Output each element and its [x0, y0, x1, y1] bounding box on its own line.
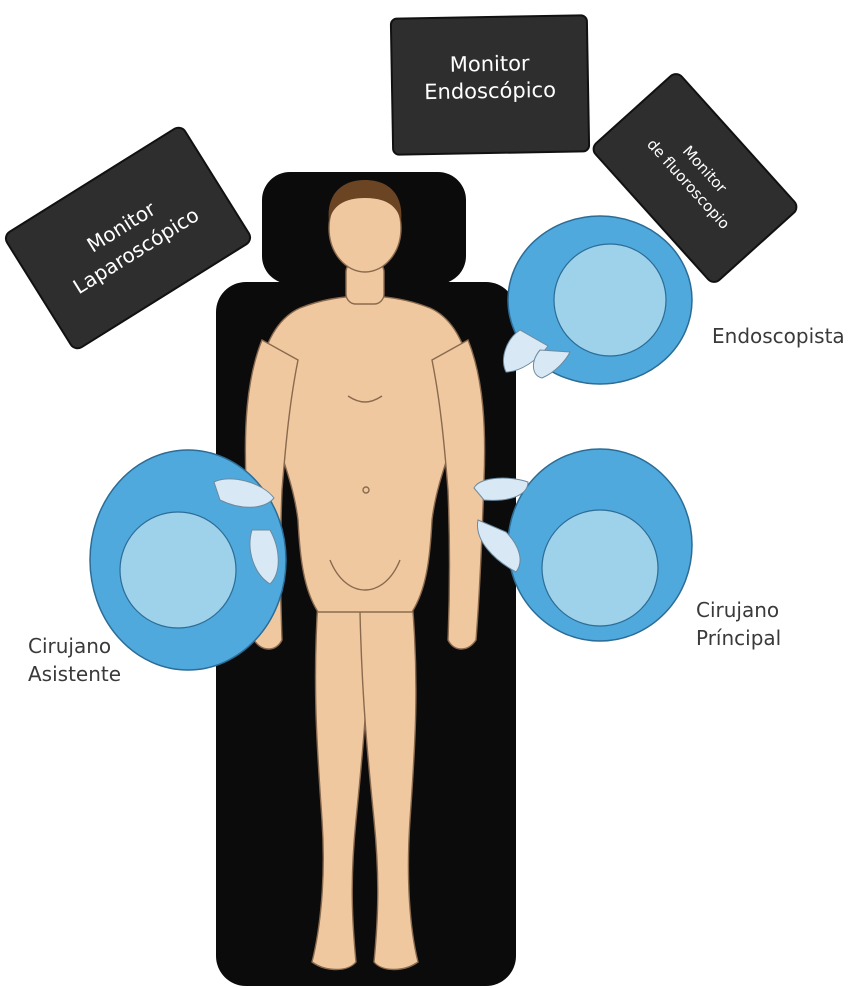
role-label-endoscopist: Endoscopista: [712, 322, 845, 350]
assistant-surgeon-label-line1: Cirujano: [28, 632, 121, 660]
main-surgeon-label-line2: Príncipal: [696, 624, 781, 652]
role-label-assistant-surgeon: Cirujano Asistente: [28, 632, 121, 688]
endoscopist-figure: [504, 216, 692, 384]
main-surgeon-label-line1: Cirujano: [696, 596, 781, 624]
assistant-surgeon-label-line2: Asistente: [28, 660, 121, 688]
monitor-endoscopic-label-2: Endoscópico: [424, 78, 556, 104]
monitor-laparoscopic: Monitor Laparoscópico: [3, 125, 253, 352]
assistant-surgeon-cap: [120, 512, 236, 628]
role-label-main-surgeon: Cirujano Príncipal: [696, 596, 781, 652]
endoscopist-cap: [554, 244, 666, 356]
main-surgeon-cap: [542, 510, 658, 626]
monitor-endoscopic: Monitor Endoscópico: [391, 15, 589, 154]
endoscopist-label: Endoscopista: [712, 324, 845, 348]
monitor-endoscopic-label-1: Monitor: [450, 51, 531, 76]
